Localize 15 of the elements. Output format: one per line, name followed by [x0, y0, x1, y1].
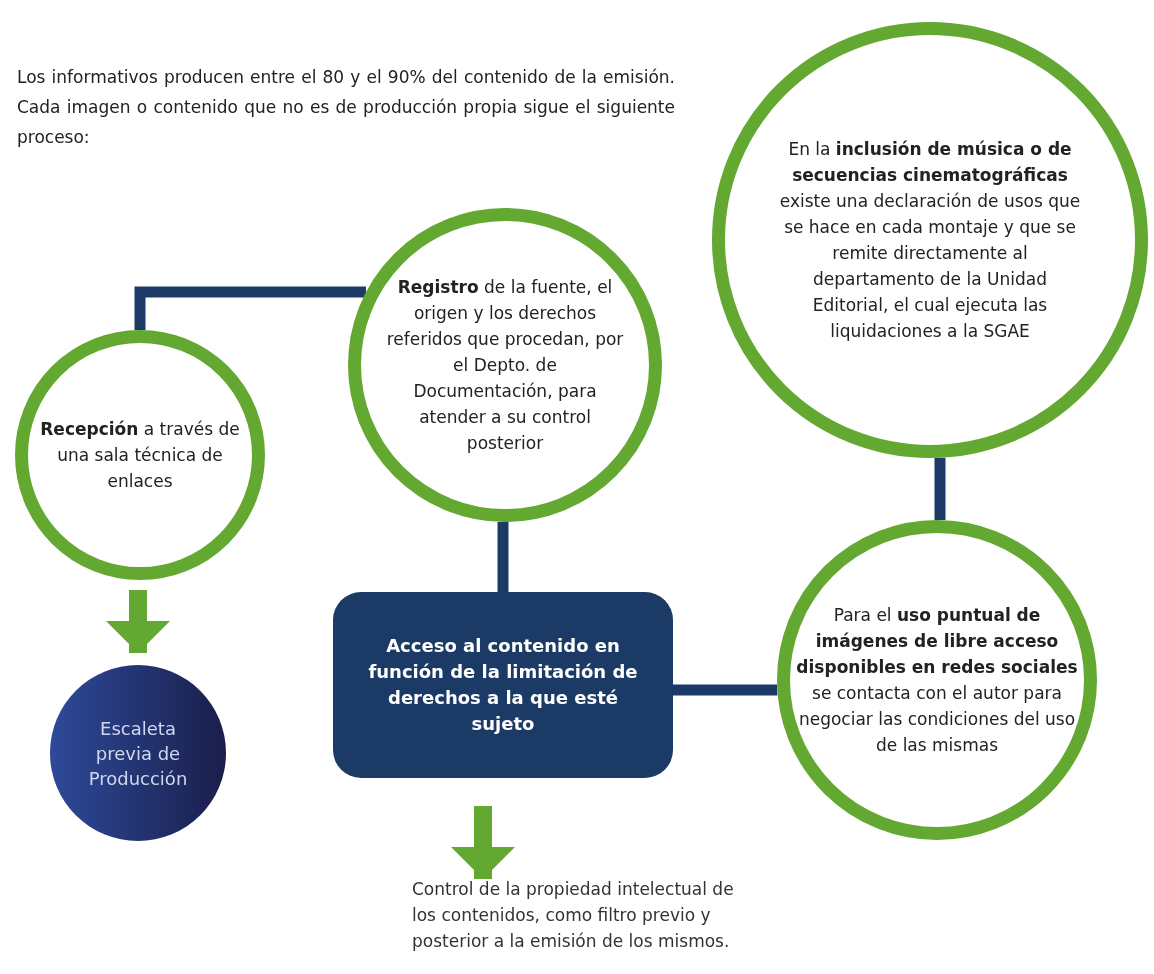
node-text: Para el uso puntual de imágenes de libre acceso disponibles en redes sociales se contacta con el autor para negociar las condiciones del uso de las mismas: [795, 604, 1079, 757]
intro-paragraph: Los informativos producen entre el 80 y el 90% del contenido de la emisión. Cada imagen o contenido que no es de producción propia sigue el siguiente proceso:: [17, 66, 675, 149]
node-text: Escaleta previa de Producción: [87, 716, 189, 791]
connector-line: [497, 522, 509, 592]
arrow: [451, 806, 515, 879]
node-text: En la inclusión de música o de secuencias cinematográficas existe una declaración de usos que se hace en cada montaje y que se remite directamente al departamento de la Unidad Editorial, el cual ejecuta las liquidaciones a la SGAE: [778, 138, 1082, 343]
result-text: Control de la propiedad intelectual de los contenidos, como filtro previo y posterior a la emisión de los mismos.: [412, 876, 762, 954]
connector-line: [134, 286, 366, 330]
process-box: [333, 592, 673, 778]
connector-line: [934, 457, 946, 521]
arrow: [106, 590, 170, 653]
connector-line: [673, 684, 778, 696]
node-text: Acceso al contenido en función de la limitación de derechos a la que esté sujeto: [367, 634, 639, 736]
node-text: Registro de la fuente, el origen y los derechos referidos que procedan, por el Depto. de Documentación, para atender a su control posterior: [385, 276, 625, 455]
node-text: Recepción a través de una sala técnica de enlaces: [40, 418, 240, 493]
